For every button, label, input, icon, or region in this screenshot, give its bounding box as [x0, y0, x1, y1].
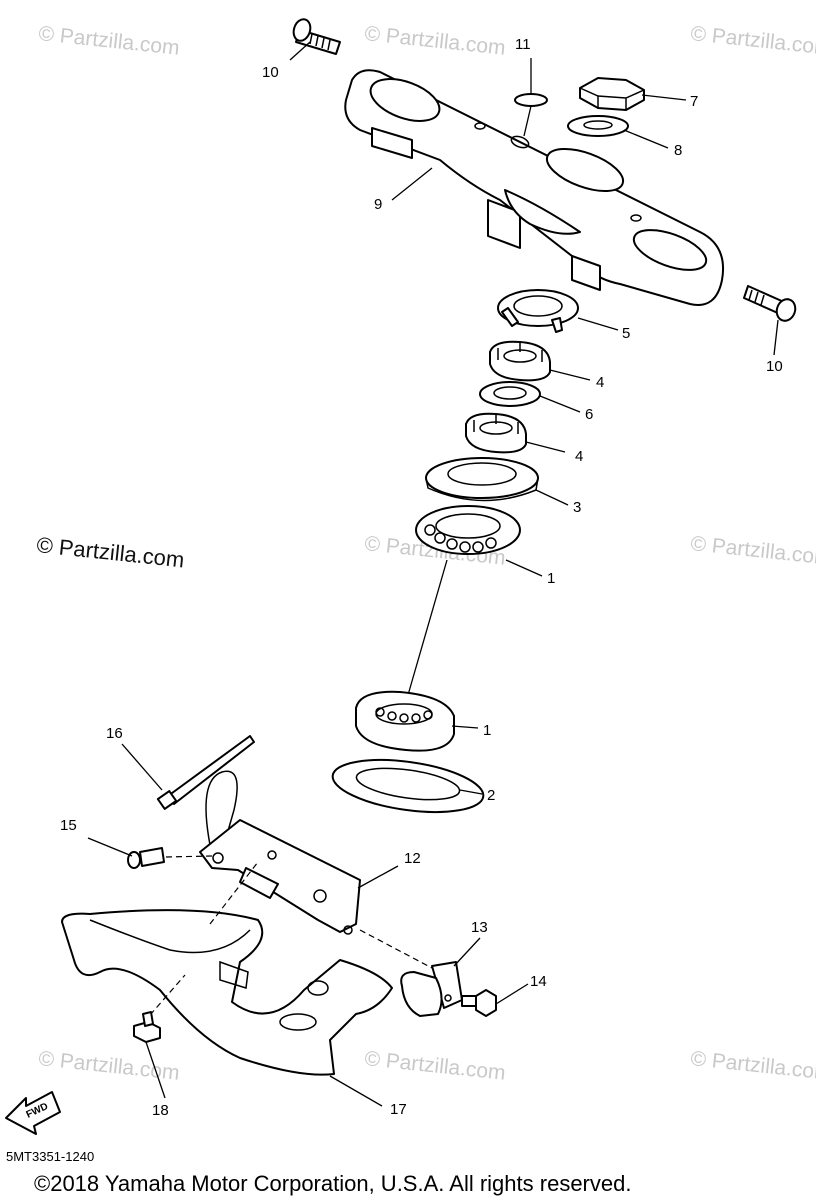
watermark: © Partzilla.com: [689, 22, 816, 60]
watermark: © Partzilla.com: [363, 22, 506, 60]
callout-14: 14: [530, 973, 547, 990]
ring-nut-4-upper: [489, 340, 551, 382]
callout-10: 10: [766, 358, 783, 375]
callout-2: 2: [487, 787, 495, 804]
nut-7: [579, 77, 645, 111]
fwd-arrow-icon: FWD: [5, 1091, 61, 1135]
cable-tie-16: [156, 735, 255, 810]
callout-numbers: 1 1 2 3 4 4 5 6 7 8 9 10 10 11 12 13 14 …: [60, 36, 783, 1119]
bolt-15: [127, 847, 165, 869]
callout-10: 10: [262, 64, 279, 81]
callout-3: 3: [573, 499, 581, 516]
watermark-prominent: © Partzilla.com: [35, 532, 185, 572]
callout-4: 4: [596, 374, 604, 391]
assembly-line-18: [149, 974, 186, 1016]
assembly-line-cover: [209, 861, 259, 925]
callout-16: 16: [106, 725, 123, 742]
bolt-18: [133, 1011, 161, 1043]
callout-11: 11: [515, 36, 531, 53]
clamp-13: [400, 961, 463, 1017]
assembly-line-15: [165, 855, 213, 858]
callout-18: 18: [152, 1102, 169, 1119]
bearing-1-lower: [355, 690, 455, 752]
leader-lines: [87, 41, 779, 1107]
watermark: © Partzilla.com: [363, 1047, 506, 1085]
oil-seal-2: [331, 758, 485, 814]
washer-8: [567, 115, 629, 137]
stem-axis-line: [407, 559, 448, 696]
watermark: © Partzilla.com: [37, 22, 180, 60]
ring-nut-4-lower: [465, 412, 527, 454]
cover-17: [61, 909, 393, 1076]
copyright-notice: ©2018 Yamaha Motor Corporation, U.S.A. A…: [34, 1171, 631, 1196]
callout-4: 4: [575, 448, 583, 465]
stay-12: [199, 770, 361, 935]
watermark: © Partzilla.com: [689, 532, 816, 570]
callout-7: 7: [690, 93, 698, 110]
callout-8: 8: [674, 142, 682, 159]
callout-17: 17: [390, 1101, 407, 1118]
callout-15: 15: [60, 817, 77, 834]
bolt-14: [461, 989, 497, 1017]
bearing-1-upper: [415, 505, 521, 555]
lock-washer-5: [497, 289, 579, 333]
callout-6: 6: [585, 406, 593, 423]
bolt-10-right: [743, 285, 797, 322]
callout-13: 13: [471, 919, 488, 936]
callout-5: 5: [622, 325, 630, 342]
dust-seal-3: [425, 457, 539, 502]
callout-1: 1: [547, 570, 555, 587]
watermark: © Partzilla.com: [689, 1047, 816, 1085]
callout-9: 9: [374, 196, 382, 213]
washer-11: [514, 93, 548, 107]
washer-6: [479, 381, 541, 407]
assembly-line-13: [359, 929, 433, 969]
callout-12: 12: [404, 850, 421, 867]
diagram-code: 5MT3351-1240: [6, 1149, 94, 1164]
bolt-10-upper: [292, 18, 341, 55]
upper-bracket-9: [344, 69, 724, 306]
callout-1: 1: [483, 722, 491, 739]
